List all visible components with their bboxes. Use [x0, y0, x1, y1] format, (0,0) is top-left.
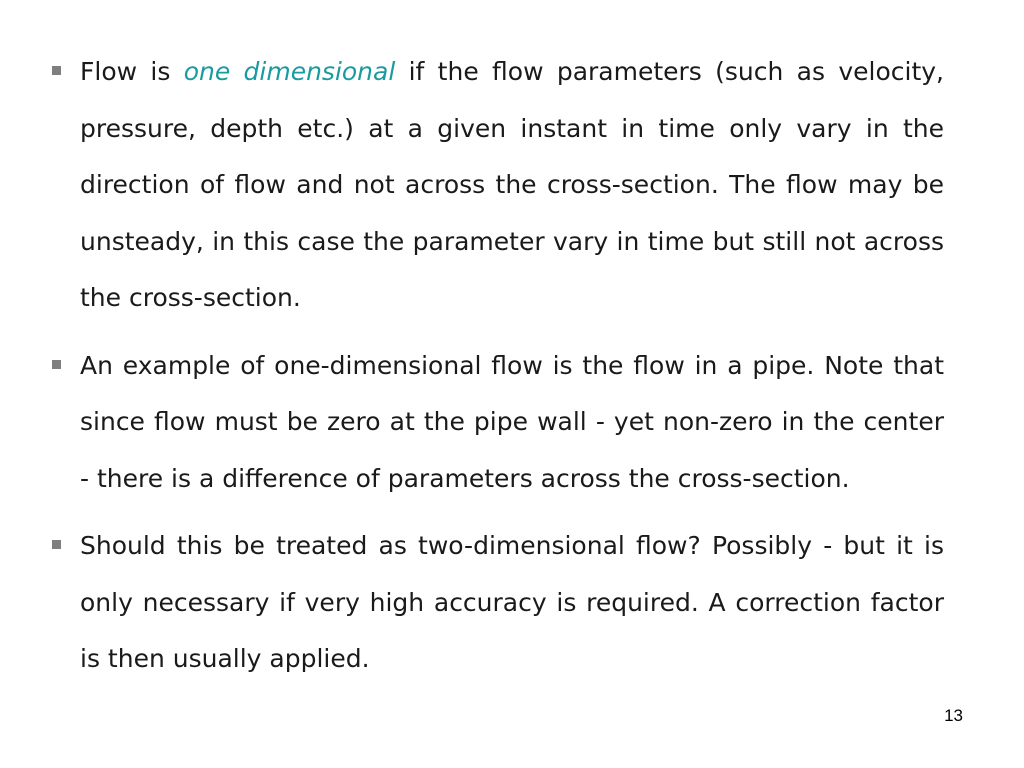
page-number: 13 [944, 706, 963, 725]
bullet-item-pipe-example: An example of one-dimensional flow is th… [52, 338, 944, 508]
bullet-lead-text: Flow is [80, 57, 184, 86]
square-bullet-icon [52, 66, 61, 75]
bullet-body-text: Should this be treated as two-dimensiona… [80, 531, 944, 673]
bullet-body-text: if the flow parameters (such as velocity… [80, 57, 944, 312]
bullet-body-text: An example of one-dimensional flow is th… [80, 350, 944, 493]
square-bullet-icon [52, 540, 61, 549]
bullet-item-one-dimensional-definition: Flow is one dimensional if the flow para… [52, 44, 944, 327]
bullet-list: Flow is one dimensional if the flow para… [52, 44, 944, 699]
square-bullet-icon [52, 359, 61, 369]
emphasis-term: one dimensional [183, 57, 396, 86]
bullet-item-two-dimensional-question: Should this be treated as two-dimensiona… [52, 518, 944, 688]
